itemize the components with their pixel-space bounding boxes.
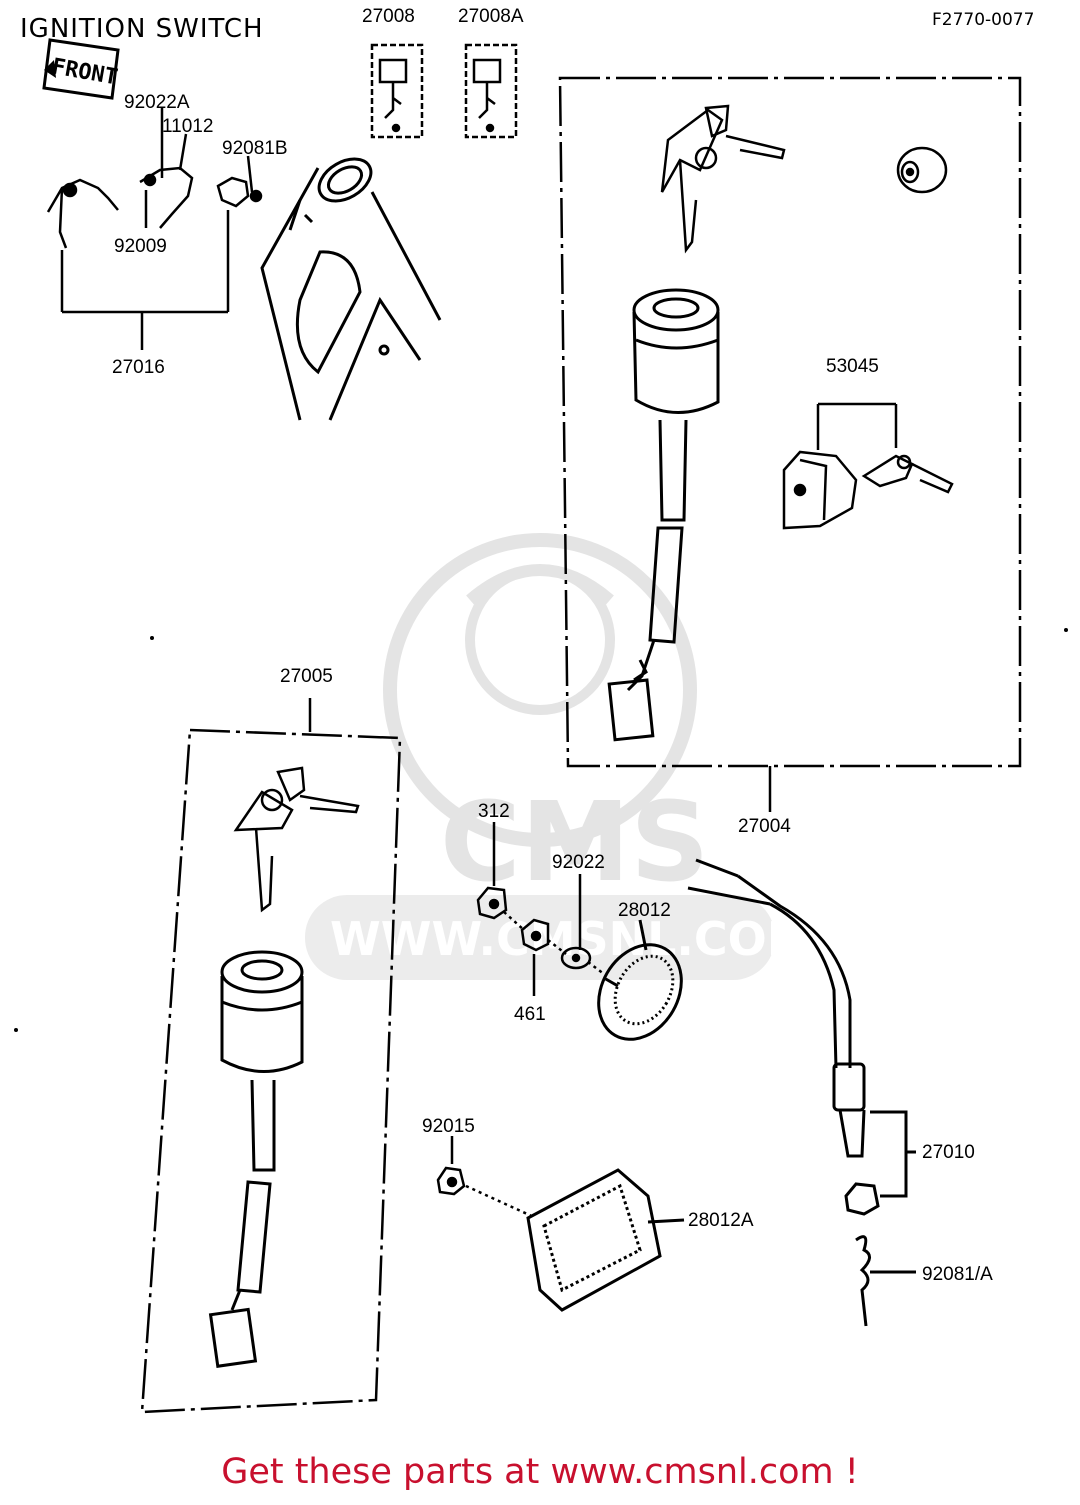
callout-28012: 28012	[618, 900, 671, 921]
callout-92081a: 92081/A	[922, 1264, 993, 1285]
hardware-312-461-92022	[476, 822, 605, 996]
callout-27004: 27004	[738, 816, 791, 837]
callout-27008: 27008	[362, 6, 415, 27]
callout-312: 312	[478, 801, 510, 822]
callout-92022: 92022	[552, 852, 605, 873]
callout-461: 461	[514, 1004, 546, 1025]
ignition-keys-27004	[660, 104, 786, 254]
callout-27010: 27010	[922, 1142, 975, 1163]
footer-cta-link[interactable]: Get these parts at www.cmsnl.com !	[221, 1452, 859, 1492]
figure-code: F2770-0077	[932, 10, 1035, 30]
ignition-switch-27005	[208, 950, 304, 1368]
callout-92022a: 92022A	[124, 92, 190, 113]
seat-lock-53045	[782, 402, 954, 530]
callout-28012a: 28012A	[688, 1210, 754, 1231]
watermark-logo-text: CMS	[440, 778, 709, 906]
callout-labels: 27008 27008A 92022A 11012 92081B 92009 2…	[112, 6, 993, 1285]
kit-box-27004	[558, 76, 1022, 812]
callout-92009: 92009	[114, 236, 167, 257]
reflector-28012	[597, 919, 683, 1041]
callout-27016: 27016	[112, 357, 165, 378]
lock-cylinder-small	[896, 146, 948, 194]
ignition-switch-27004	[607, 288, 720, 742]
callout-11012: 11012	[162, 116, 213, 137]
callout-27005: 27005	[280, 666, 333, 687]
key-blank-27008A	[464, 43, 518, 139]
harness-27010	[687, 858, 916, 1327]
cms-watermark: CMS WWW.CMSNL.COM	[305, 533, 813, 980]
front-tag: FRONT	[42, 38, 120, 100]
callout-53045: 53045	[826, 356, 879, 377]
lock-assembly-27016	[46, 108, 263, 350]
front-tag-label: FRONT	[50, 54, 120, 90]
ignition-keys-27005	[233, 766, 360, 913]
nut-92015	[436, 1136, 537, 1220]
key-blank-27008	[370, 43, 424, 139]
callout-27008a: 27008A	[458, 6, 524, 27]
frame-head-tube	[260, 157, 442, 421]
callout-92081b: 92081B	[222, 138, 288, 159]
watermark-url-text: WWW.CMSNL.COM	[330, 912, 813, 966]
page-title: IGNITION SWITCH	[20, 14, 264, 44]
kit-box-27005	[140, 698, 402, 1414]
scan-specks	[14, 628, 1068, 1032]
callout-92015: 92015	[422, 1116, 475, 1137]
reflector-28012A	[526, 1168, 685, 1312]
